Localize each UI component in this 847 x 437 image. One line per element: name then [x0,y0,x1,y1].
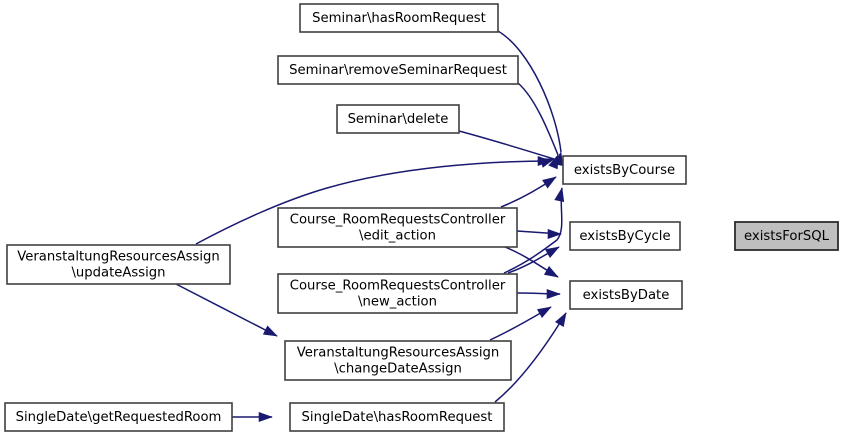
node-label: existsByCourse [574,163,675,178]
edge-line [517,82,559,156]
node-label: SingleDate\getRequestedRoom [16,410,222,425]
node-singledate_getrequestedroom[interactable]: SingleDate\getRequestedRoom [4,402,233,432]
node-existsforsql[interactable]: existsForSQL [734,221,839,251]
arrow-head-icon [544,246,560,259]
node-box[interactable] [569,280,683,310]
node-label: Course_RoomRequestsController [290,213,506,228]
arrow-head-icon [542,176,557,189]
node-veranstaltungresourcesassign_changedateassign[interactable]: VeranstaltungResourcesAssign\changeDateA… [284,340,512,381]
node-label: existsByDate [583,288,670,303]
edge-course_roomrequestscontroller_edit_action-to-existsbycourse [500,176,557,208]
node-label: Seminar\removeSeminarRequest [289,63,507,78]
node-label: SingleDate\hasRoomRequest [302,410,493,425]
node-singledate_hasroomrequest[interactable]: SingleDate\hasRoomRequest [289,402,505,432]
node-course_roomrequestscontroller_edit_action[interactable]: Course_RoomRequestsController\edit_actio… [277,207,518,248]
edge-line [497,30,562,153]
edge-seminar_removeseminarrequest-to-existsbycourse [517,82,559,170]
node-veranstaltungresourcesassign_updateassign[interactable]: VeranstaltungResourcesAssign\updateAssig… [6,244,231,285]
edge-course_roomrequestscontroller_edit_action-to-existsbycycle [516,228,562,240]
node-box[interactable] [277,55,519,85]
node-box[interactable] [569,221,681,251]
edge-course_roomrequestscontroller_new_action-to-existsbycycle [507,246,560,274]
node-box[interactable] [336,104,460,134]
arrow-head-icon [543,265,559,278]
edge-singledate_getrequestedroom-to-singledate_hasroomrequest [232,411,273,423]
edge-line [458,130,555,160]
node-box[interactable] [277,207,518,248]
node-course_roomrequestscontroller_new_action[interactable]: Course_RoomRequestsController\new_action [277,273,518,314]
node-seminar_hasroomrequest[interactable]: Seminar\hasRoomRequest [299,3,499,33]
node-box[interactable] [299,3,499,33]
arrow-head-icon [547,228,562,240]
arrow-head-icon [262,325,278,337]
edge-veranstaltungresourcesassign_changedateassign-to-existsbydate [489,306,552,341]
node-box[interactable] [6,244,231,285]
node-label: \updateAssign [71,266,165,281]
edge-line [503,187,563,274]
node-label: \changeDateAssign [334,362,462,377]
node-label: Course_RoomRequestsController [290,279,506,294]
arrow-head-icon [537,155,552,167]
edge-veranstaltungresourcesassign_updateassign-to-existsbycourse [195,155,552,245]
edge-course_roomrequestscontroller_new_action-to-existsbydate [516,288,561,300]
node-label: \edit_action [359,229,436,244]
node-existsbycycle[interactable]: existsByCycle [569,221,681,251]
node-box[interactable] [277,273,518,314]
node-label: Seminar\delete [348,112,449,127]
arrow-head-icon [258,411,273,423]
node-existsbycourse[interactable]: existsByCourse [562,155,687,185]
arrow-head-icon [554,187,565,203]
node-box[interactable] [4,402,233,432]
node-label: existsForSQL [744,229,830,244]
node-box[interactable] [284,340,512,381]
node-box[interactable] [562,155,687,185]
node-label: Seminar\hasRoomRequest [312,11,486,26]
arrow-head-icon [546,288,561,300]
node-label: \new_action [358,295,437,310]
edge-line [195,160,552,245]
edges-layer [175,30,567,423]
arrow-head-icon [536,306,552,319]
edge-course_roomrequestscontroller_new_action-to-existsbycourse [503,187,565,274]
edge-veranstaltungresourcesassign_updateassign-to-veranstaltungresourcesassign_changedateassign [175,283,278,337]
node-seminar_removeseminarrequest[interactable]: Seminar\removeSeminarRequest [277,55,519,85]
node-seminar_delete[interactable]: Seminar\delete [336,104,460,134]
node-box[interactable] [734,221,839,251]
arrow-head-icon [548,154,559,170]
edge-singledate_hasroomrequest-to-existsbydate [494,312,567,403]
node-label: VeranstaltungResourcesAssign [297,346,500,361]
node-label: VeranstaltungResourcesAssign [17,250,220,265]
node-existsbydate[interactable]: existsByDate [569,280,683,310]
node-label: existsByCycle [579,229,670,244]
arrow-head-icon [554,312,567,328]
edge-line [175,283,278,337]
node-box[interactable] [289,402,505,432]
nodes-layer: Seminar\hasRoomRequestSeminar\removeSemi… [4,3,839,432]
